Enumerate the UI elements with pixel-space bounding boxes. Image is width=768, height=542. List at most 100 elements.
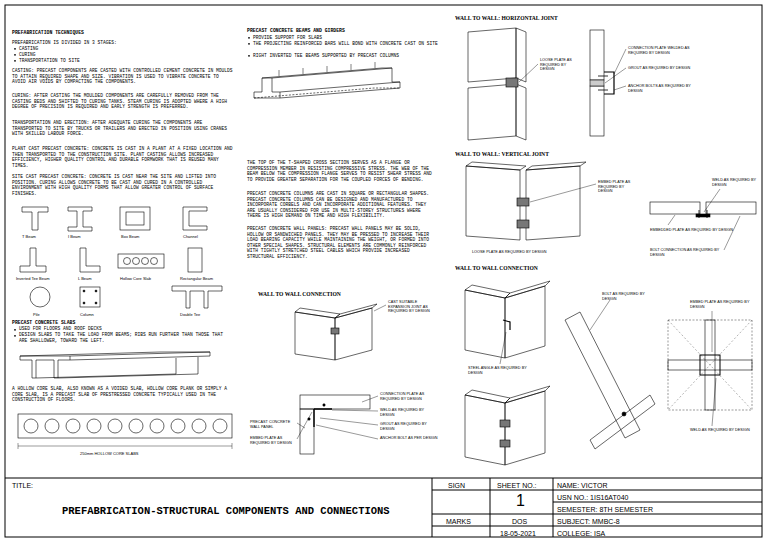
wall-plan-detail	[332, 410, 378, 411]
section-shape	[95, 290, 97, 292]
callout-note: EMBEDDED PLATE AS REQUIRED BY DESIGN	[650, 228, 740, 233]
bullet-dot	[248, 37, 250, 39]
wall-connection-sketch	[505, 386, 550, 403]
part-name: 250mm HOLLOW CORE SLABS	[80, 451, 200, 456]
wall-connection-sketch	[668, 320, 752, 410]
part-name: L Beam	[78, 276, 108, 281]
vertical-joint-sketch	[650, 202, 700, 214]
horizontal-joint-sketch	[519, 64, 538, 82]
table-cell: NAME: VICTOR	[557, 481, 757, 490]
section-shape	[95, 302, 97, 304]
wall-corner-sketch	[295, 312, 335, 360]
part-name: Double Tee	[180, 312, 220, 317]
callout-note: BOLT AS REQUIRED BY DESIGN	[602, 292, 652, 301]
note-text: THE PROJECTING REINFORCED BARS WILL BOND…	[253, 41, 438, 47]
sheet-frame	[432, 514, 762, 515]
section-shape	[83, 290, 85, 292]
note-text: RIGHT INVERTED TEE BEAMS SUPPORTED BY PR…	[253, 53, 438, 59]
note-text: PREFABRICATION IS DIVIDED IN 3 STAGES:	[12, 40, 232, 46]
bullet-dot	[14, 54, 16, 56]
part-name: T Beam	[22, 234, 52, 239]
hollow-core-slab	[150, 419, 164, 433]
double-tee-slab	[70, 352, 210, 360]
hollow-core-slab	[66, 419, 80, 433]
wall-connection-sketch	[668, 320, 752, 410]
vertical-joint-sketch	[668, 215, 675, 225]
horizontal-joint-sketch	[468, 28, 516, 82]
part-name: Inverted Tee Beam	[16, 276, 66, 281]
wall-connection-sketch	[500, 420, 510, 427]
callout-note: WELD AS REQUIRED BY DESIGN	[712, 178, 760, 187]
note-text: TRANSPORTATION TO SITE	[19, 58, 169, 64]
wall-connection-sketch	[565, 312, 640, 438]
wall-plan-detail	[314, 409, 332, 427]
part-name: I Beam	[68, 234, 98, 239]
section-shape	[30, 287, 50, 307]
vertical-joint-sketch	[517, 198, 529, 206]
hollow-core-slab	[18, 443, 232, 449]
hollow-core-slab	[171, 419, 185, 433]
wall-connection-sketch	[465, 395, 505, 465]
bullet-dot	[14, 48, 16, 50]
horizontal-joint-sketch	[468, 84, 516, 140]
wall-plan-detail	[323, 404, 325, 406]
callout-note: LOOSE PLATE AS REQUIRED BY DESIGN	[472, 250, 582, 255]
wall-connection-sketch	[505, 286, 545, 358]
callout-note: EMBED PLATE AS REQUIRED BY DESIGN	[690, 300, 750, 309]
wall-corner-sketch	[331, 328, 339, 334]
note-text: PROVIDE SUPPORT FOR SLABS	[253, 35, 438, 41]
horizontal-joint-sketch	[468, 28, 626, 140]
section-shape	[80, 248, 100, 272]
callout-note: EMBED PLATE AS REQUIRED BY DESIGN	[598, 180, 636, 194]
table-cell: SEMESTER: 8TH SEMESTER	[557, 505, 757, 514]
table-cell: SUBJECT: MMBC-8	[557, 517, 757, 526]
wall-connection-sketch	[712, 311, 713, 352]
bullet-dot	[14, 60, 16, 62]
hollow-core-slab	[45, 419, 59, 433]
inverted-tee-beam	[280, 82, 400, 92]
sheet-frame	[5, 478, 762, 479]
callout-note: CONNECTION PLATE WELDED AS REQUIRED BY D…	[628, 46, 703, 55]
callout-note: BOLT CONNECTION AS REQUIRED BY DESIGN	[650, 248, 720, 257]
hollow-core-slab	[192, 419, 206, 433]
double-tee-slab	[20, 352, 210, 378]
horizontal-joint-sketch	[614, 86, 626, 90]
hollow-core-slab	[18, 414, 232, 438]
vertical-joint-sketch	[530, 184, 596, 202]
table-cell: 18-05-2021	[500, 529, 552, 538]
vertical-joint-sketch	[724, 216, 740, 250]
wall-plan-detail	[320, 418, 378, 425]
part-name: Box Beam	[121, 234, 161, 239]
wall-plan-detail	[362, 396, 378, 402]
callout-note: LOOSE PLATE AS REQUIRED BY DESIGN	[540, 58, 580, 72]
wall-plan-detail	[300, 395, 370, 409]
part-name: Column	[80, 312, 110, 317]
inverted-tee-beam	[254, 62, 400, 98]
inverted-tee-beam	[254, 78, 280, 98]
vertical-joint-sketch	[466, 166, 520, 240]
horizontal-joint-sketch	[516, 28, 526, 82]
table-cell: DOS	[512, 517, 542, 526]
section-shape	[183, 207, 207, 230]
sheet-frame	[553, 478, 554, 537]
callout-note: ANCHOR BOLT AS PER DESIGN	[380, 436, 438, 441]
bullet-dot	[248, 55, 250, 57]
wall-connection-sketch	[465, 285, 510, 298]
note-text: USED FOR FLOORS AND ROOF DECKS	[19, 326, 219, 332]
note-text: PRECAST CONCRETE COLUMNS ARE CAST IN SQU…	[247, 191, 437, 219]
wall-connection-sketch	[465, 290, 505, 358]
vertical-joint-sketch	[699, 210, 707, 218]
vertical-joint-sketch	[466, 162, 756, 250]
wall-plan-detail	[297, 412, 312, 439]
detail-heading: WALL TO WALL: HORIZONTAL JOINT	[455, 15, 655, 22]
wall-connection-sketch	[500, 440, 510, 447]
horizontal-joint-sketch	[605, 68, 626, 83]
wall-connection-sketch	[465, 281, 752, 465]
section-shape	[133, 258, 140, 265]
note-text: DESIGN SLABS TO TAKE THE LOAD FROM BEAMS…	[19, 332, 234, 343]
table-cell: TITLE:	[12, 481, 72, 490]
horizontal-joint-sketch	[604, 72, 614, 94]
callout-note: WELD AS REQUIRED BY DESIGN	[690, 428, 750, 433]
horizontal-joint-sketch	[590, 86, 604, 136]
